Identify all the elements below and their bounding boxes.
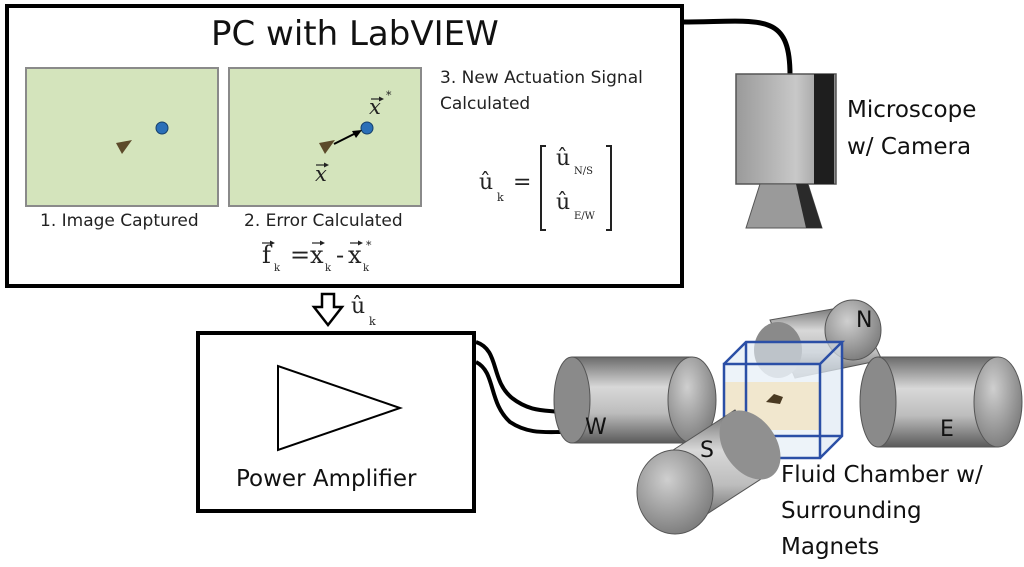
step2-label: 2. Error Calculated — [244, 211, 403, 231]
south-magnet-icon — [636, 409, 781, 535]
f-subscript: k — [274, 263, 281, 274]
f-symbol: f — [262, 241, 271, 269]
microscope-camera-icon — [735, 73, 837, 229]
u-k-subscript: k — [497, 191, 504, 204]
target-dot-icon — [360, 121, 374, 135]
west-magnet-label: W — [585, 415, 607, 440]
matrix-right-bracket — [606, 145, 612, 231]
ew-subscript: E/W — [574, 211, 595, 222]
step3-label-line1: 3. New Actuation Signal — [440, 68, 643, 88]
chamber-label-line3: Magnets — [781, 534, 880, 560]
position-vector-label: x — [315, 162, 327, 186]
u-hat-symbol: û — [479, 170, 494, 195]
step3-label-line2: Calculated — [440, 94, 531, 114]
error-arrowhead-icon — [352, 130, 362, 138]
equals-sign: = — [513, 170, 532, 195]
north-magnet-label: N — [856, 308, 873, 333]
east-magnet-label: E — [940, 417, 954, 442]
chamber-label-line1: Fluid Chamber w/ — [781, 462, 983, 488]
robot-marker-icon — [319, 140, 335, 154]
robot-marker-icon — [116, 140, 132, 154]
down-arrow-icon — [311, 292, 345, 328]
amplifier-triangle-icon — [277, 364, 404, 452]
eq-minus: - — [336, 241, 345, 269]
u-ns-symbol: û — [556, 146, 571, 171]
microscope-label-line2: w/ Camera — [847, 134, 972, 160]
microscope-label-line1: Microscope — [847, 97, 977, 123]
east-magnet-icon — [859, 356, 1023, 448]
error-image-frame — [228, 67, 422, 207]
xk-symbol: x — [310, 241, 324, 269]
fluid-chamber-icon — [722, 340, 846, 460]
uk-output-subscript: k — [369, 315, 376, 328]
target-star-sup: * — [386, 89, 392, 102]
xk-star-sup: * — [366, 239, 372, 252]
amplifier-cable-2 — [474, 360, 563, 435]
u-ew-symbol: û — [556, 190, 571, 215]
xk-star-symbol: x — [348, 241, 362, 269]
south-magnet-label: S — [700, 438, 714, 463]
xk-subscript: k — [325, 263, 332, 274]
pc-title: PC with LabVIEW — [211, 14, 499, 54]
uk-output-symbol: û — [351, 294, 366, 319]
target-dot-icon — [155, 121, 169, 135]
camera-cable — [681, 18, 793, 76]
chamber-label-line2: Surrounding — [781, 498, 922, 524]
xk-star-subscript: k — [363, 263, 370, 274]
step1-label: 1. Image Captured — [40, 211, 199, 231]
eq-equals: = — [290, 241, 311, 269]
west-magnet-icon — [553, 356, 717, 444]
captured-image-frame — [25, 67, 219, 207]
ns-subscript: N/S — [574, 166, 593, 177]
amplifier-label: Power Amplifier — [236, 466, 417, 492]
matrix-left-bracket — [540, 145, 546, 231]
target-vector-label: x — [369, 95, 381, 119]
amplifier-cable-1 — [475, 340, 561, 414]
